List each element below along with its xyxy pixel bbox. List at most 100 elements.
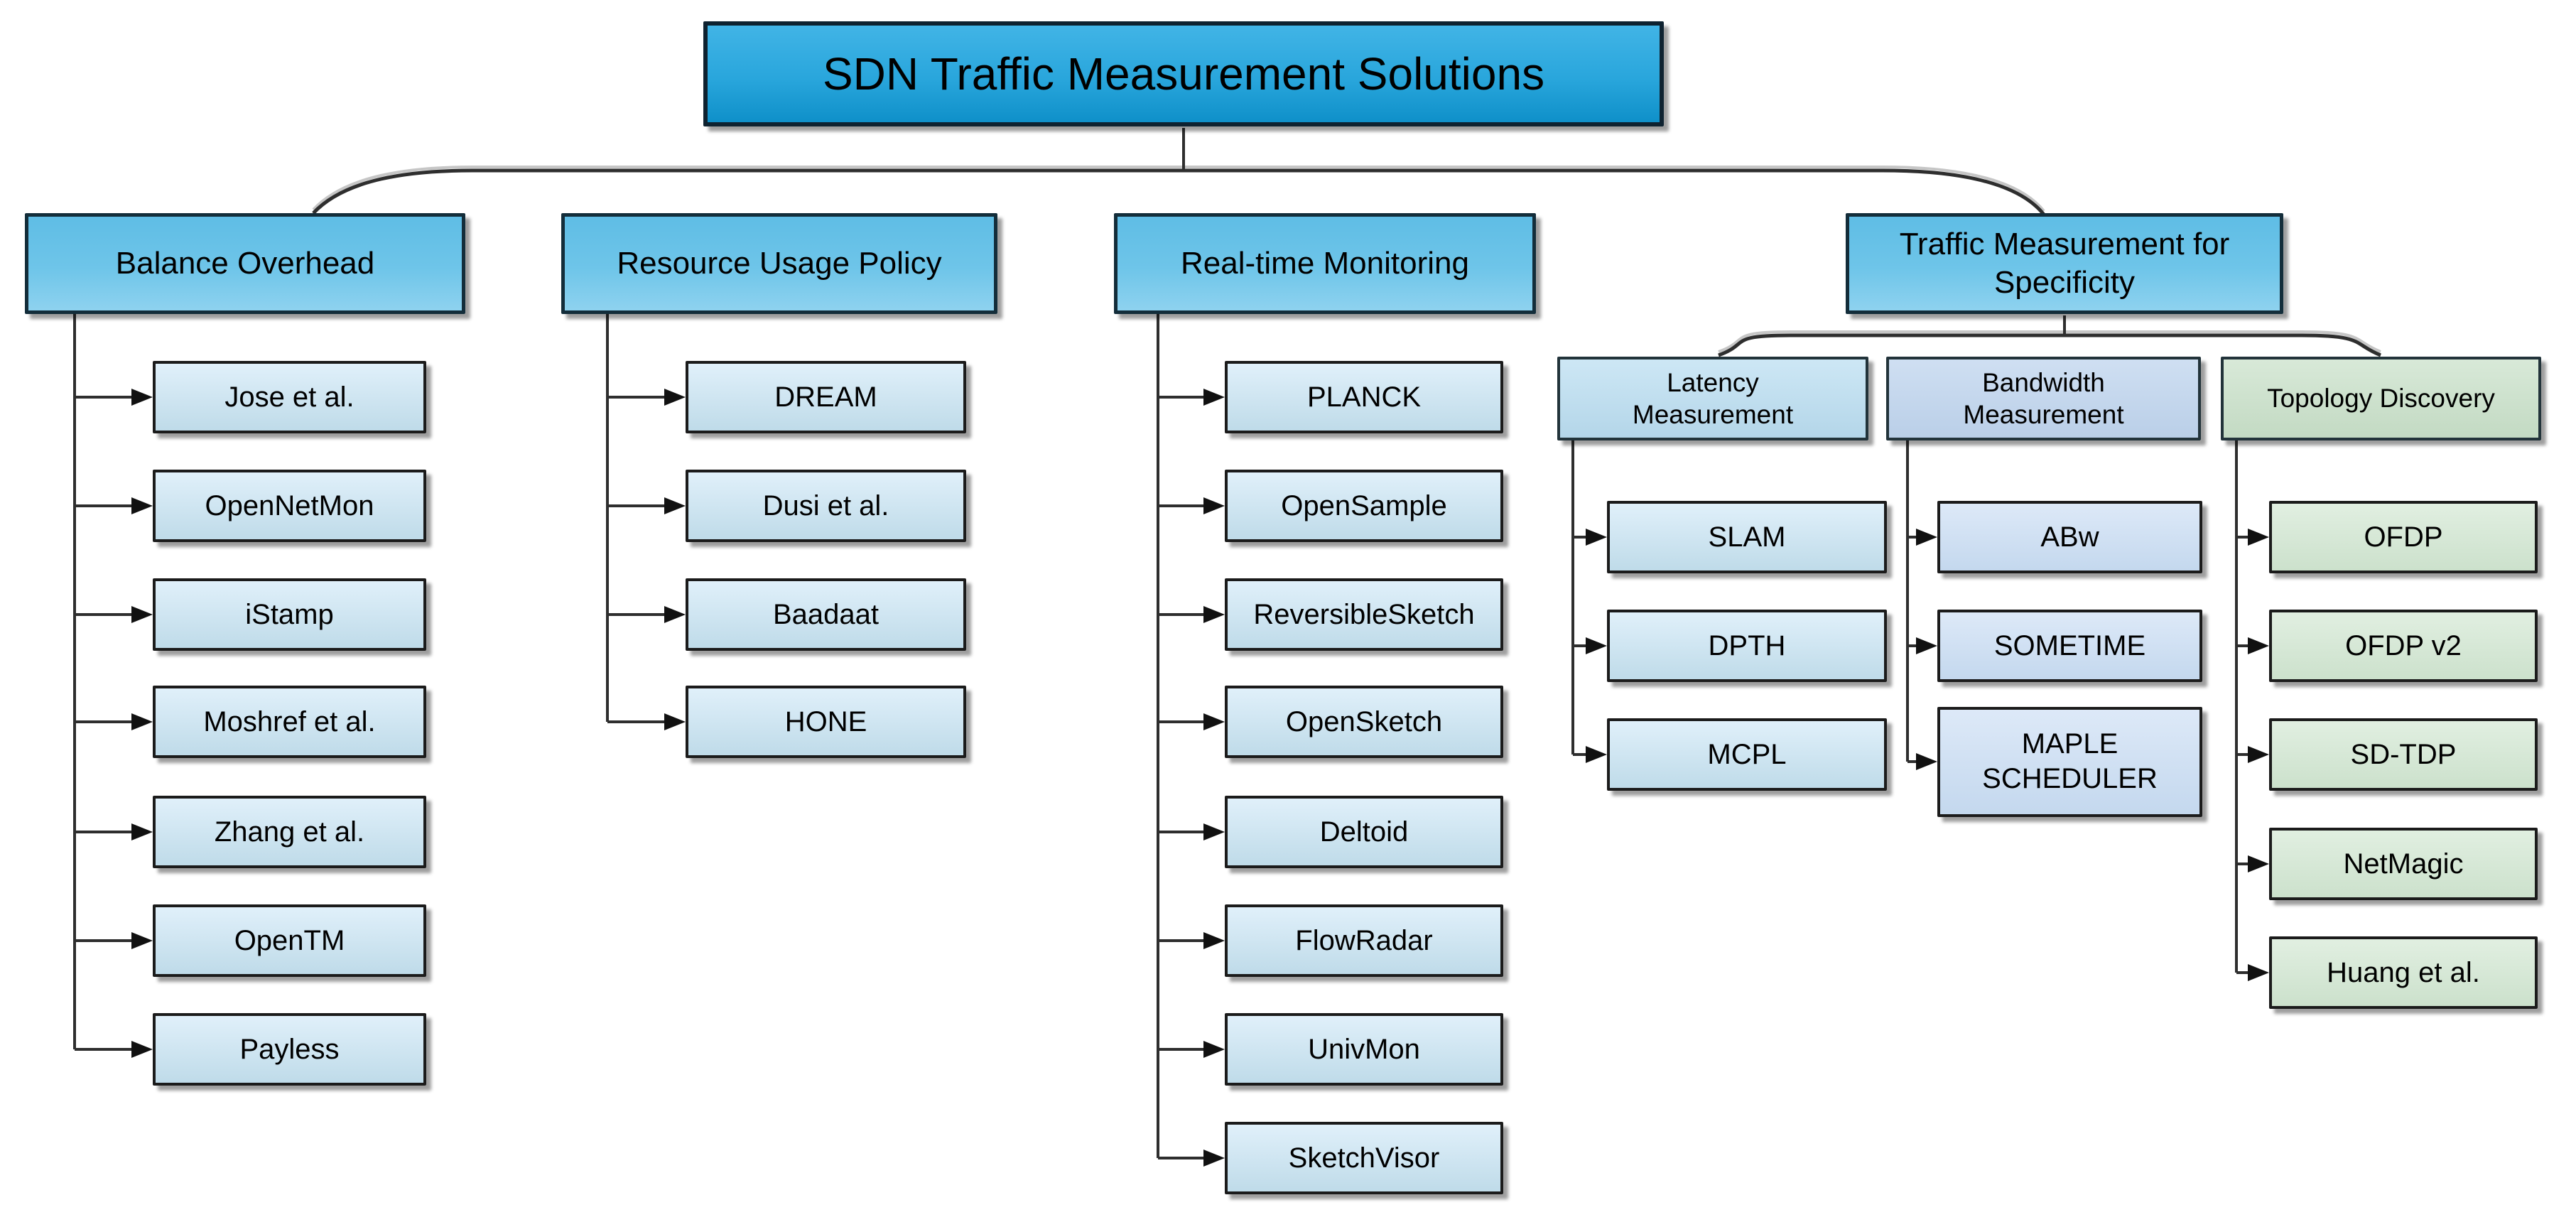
arrow-b2-3-head bbox=[1203, 713, 1225, 730]
node-label: SDN Traffic Measurement Solutions bbox=[822, 48, 1545, 99]
leaf-node-jose-et-al: Jose et al. bbox=[153, 361, 426, 433]
arrow-b2-6-head bbox=[1203, 1041, 1225, 1058]
node-label: ReversibleSketch bbox=[1253, 598, 1475, 630]
root-brace bbox=[312, 168, 2045, 216]
arrow-b2-4-head bbox=[1203, 823, 1225, 840]
node-label: SD-TDP bbox=[2350, 738, 2457, 770]
subgroup-node-topology-discovery: Topology Discovery bbox=[2221, 357, 2541, 440]
node-label: OpenSketch bbox=[1285, 705, 1443, 737]
branch-node-resource-usage-policy: Resource Usage Policy bbox=[561, 213, 997, 314]
arrow-s2-0-head bbox=[2248, 529, 2269, 546]
node-label: Jose et al. bbox=[224, 381, 355, 413]
root-node-sdn-traffic-measurement-solutions: SDN Traffic Measurement Solutions bbox=[703, 21, 1664, 126]
leaf-node-dream: DREAM bbox=[686, 361, 966, 433]
node-label: Resource Usage Policy bbox=[617, 246, 942, 281]
leaf-node-sd-tdp: SD-TDP bbox=[2269, 718, 2538, 791]
arrow-b0-5-head bbox=[131, 932, 153, 949]
leaf-node-univmon: UnivMon bbox=[1225, 1013, 1503, 1086]
node-label: OpenTM bbox=[234, 924, 345, 956]
leaf-node-ofdp-v2: OFDP v2 bbox=[2269, 610, 2538, 682]
leaf-node-payless: Payless bbox=[153, 1013, 426, 1086]
arrow-b0-6-head bbox=[131, 1041, 153, 1058]
leaf-node-abw: ABw bbox=[1937, 501, 2202, 573]
node-label: Payless bbox=[239, 1033, 340, 1065]
node-label: Bandwidth Measurement bbox=[1963, 367, 2124, 429]
leaf-node-istamp: iStamp bbox=[153, 578, 426, 651]
arrow-s1-0-head bbox=[1916, 529, 1937, 546]
node-label: PLANCK bbox=[1306, 381, 1422, 413]
node-label: SketchVisor bbox=[1288, 1142, 1440, 1174]
root-brace-highlight bbox=[312, 166, 2045, 212]
specificity-brace-highlight bbox=[1718, 330, 2381, 353]
node-label: SLAM bbox=[1708, 521, 1786, 553]
subgroup-node-latency-measurement: Latency Measurement bbox=[1557, 357, 1868, 440]
node-label: DREAM bbox=[774, 381, 877, 413]
arrow-s2-2-head bbox=[2248, 746, 2269, 763]
arrow-s2-3-head bbox=[2248, 855, 2269, 872]
leaf-node-opensample: OpenSample bbox=[1225, 470, 1503, 542]
node-label: Zhang et al. bbox=[214, 816, 365, 848]
arrow-s1-1-head bbox=[1916, 637, 1937, 654]
arrow-s2-1-head bbox=[2248, 637, 2269, 654]
leaf-node-deltoid: Deltoid bbox=[1225, 796, 1503, 868]
node-label: Latency Measurement bbox=[1632, 367, 1794, 429]
node-label: ABw bbox=[2040, 521, 2099, 553]
subgroup-node-bandwidth-measurement: Bandwidth Measurement bbox=[1886, 357, 2201, 440]
leaf-node-opensketch: OpenSketch bbox=[1225, 686, 1503, 758]
node-label: Moshref et al. bbox=[203, 705, 376, 737]
arrow-b1-0-head bbox=[664, 389, 686, 406]
arrow-b0-4-head bbox=[131, 823, 153, 840]
node-label: Topology Discovery bbox=[2267, 384, 2495, 413]
arrow-b0-3-head bbox=[131, 713, 153, 730]
arrow-b0-1-head bbox=[131, 497, 153, 514]
node-label: FlowRadar bbox=[1295, 924, 1433, 956]
arrow-s0-2-head bbox=[1586, 746, 1607, 763]
node-label: Dusi et al. bbox=[762, 490, 889, 521]
arrow-b2-1-head bbox=[1203, 497, 1225, 514]
node-label: MAPLE SCHEDULER bbox=[1982, 728, 2158, 794]
node-label: SOMETIME bbox=[1993, 629, 2146, 661]
node-label: OpenSample bbox=[1281, 490, 1447, 521]
leaf-node-planck: PLANCK bbox=[1225, 361, 1503, 433]
leaf-node-hone: HONE bbox=[686, 686, 966, 758]
arrow-s1-2-head bbox=[1916, 753, 1937, 770]
arrow-b0-0-head bbox=[131, 389, 153, 406]
node-label: Real-time Monitoring bbox=[1181, 246, 1469, 281]
leaf-node-baadaat: Baadaat bbox=[686, 578, 966, 651]
node-label: UnivMon bbox=[1308, 1033, 1420, 1065]
node-label: NetMagic bbox=[2343, 848, 2464, 880]
node-label: MCPL bbox=[1707, 738, 1787, 770]
leaf-node-sometime: SOMETIME bbox=[1937, 610, 2202, 682]
leaf-node-sketchvisor: SketchVisor bbox=[1225, 1122, 1503, 1194]
arrow-b1-3-head bbox=[664, 713, 686, 730]
node-label: DPTH bbox=[1708, 629, 1786, 661]
leaf-node-mcpl: MCPL bbox=[1607, 718, 1887, 791]
leaf-node-maple-scheduler: MAPLE SCHEDULER bbox=[1937, 706, 2202, 817]
specificity-brace bbox=[1718, 333, 2381, 357]
leaf-node-huang-et-al: Huang et al. bbox=[2269, 936, 2538, 1009]
leaf-node-ofdp: OFDP bbox=[2269, 501, 2538, 573]
node-label: OFDP bbox=[2364, 521, 2443, 553]
node-label: Deltoid bbox=[1319, 816, 1409, 848]
arrow-b2-2-head bbox=[1203, 606, 1225, 623]
node-label: Traffic Measurement for Specificity bbox=[1899, 227, 2230, 300]
node-label: iStamp bbox=[245, 598, 334, 630]
node-label: HONE bbox=[784, 705, 867, 737]
arrow-s0-1-head bbox=[1586, 637, 1607, 654]
branch-node-real-time-monitoring: Real-time Monitoring bbox=[1114, 213, 1536, 314]
leaf-node-flowradar: FlowRadar bbox=[1225, 904, 1503, 977]
branch-node-balance-overhead: Balance Overhead bbox=[25, 213, 465, 314]
leaf-node-zhang-et-al: Zhang et al. bbox=[153, 796, 426, 868]
leaf-node-opennetmon: OpenNetMon bbox=[153, 470, 426, 542]
leaf-node-dpth: DPTH bbox=[1607, 610, 1887, 682]
arrow-b2-5-head bbox=[1203, 932, 1225, 949]
arrow-b1-1-head bbox=[664, 497, 686, 514]
leaf-node-reversiblesketch: ReversibleSketch bbox=[1225, 578, 1503, 651]
node-label: Huang et al. bbox=[2327, 956, 2480, 988]
arrow-b2-0-head bbox=[1203, 389, 1225, 406]
leaf-node-dusi-et-al: Dusi et al. bbox=[686, 470, 966, 542]
node-label: OpenNetMon bbox=[205, 490, 374, 521]
node-label: Baadaat bbox=[772, 598, 880, 630]
branch-node-traffic-measurement-for-specificity: Traffic Measurement for Specificity bbox=[1846, 213, 2283, 314]
